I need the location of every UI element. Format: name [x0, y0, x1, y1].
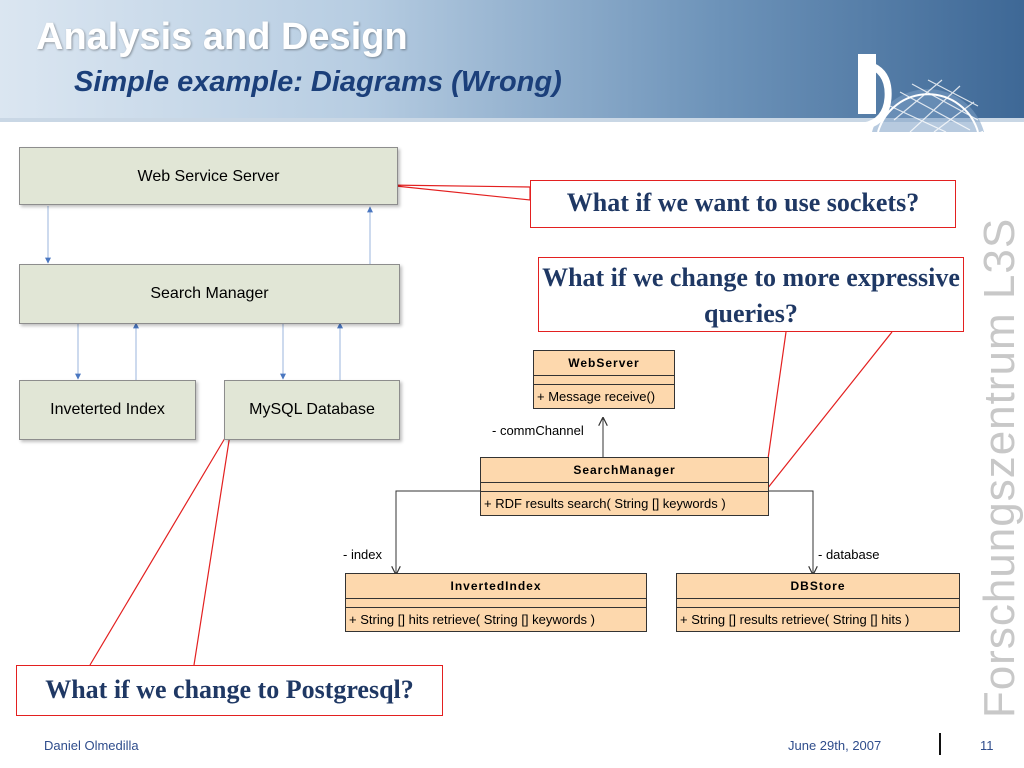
callout-postgresql: What if we change to Postgresql? — [16, 665, 443, 716]
uml-class-dbstore: DBStore + String [] results retrieve( St… — [676, 573, 960, 632]
slide-subtitle: Simple example: Diagrams (Wrong) — [74, 66, 562, 98]
slide-title: Analysis and Design — [36, 16, 408, 58]
callout-sockets: What if we want to use sockets? — [530, 180, 956, 228]
callout-queries: What if we change to more expressive que… — [538, 257, 964, 332]
pointer-postgresql — [89, 427, 232, 666]
search-manager-box: Search Manager — [19, 264, 400, 324]
assoc-searchmanager-dbstore — [768, 490, 813, 574]
role-index: - index — [343, 547, 383, 562]
footer-date: June 29th, 2007 — [788, 738, 882, 753]
mysql-database-box: MySQL Database — [224, 380, 400, 440]
web-service-server-label: Web Service Server — [137, 168, 280, 185]
searchmanager-operation: + RDF results search( String [] keywords… — [484, 496, 726, 511]
uml-class-webserver: WebServer + Message receive() — [533, 350, 675, 409]
dbstore-class-name: DBStore — [677, 574, 959, 599]
role-database: - database — [818, 547, 880, 562]
searchmanager-class-name: SearchManager — [481, 458, 768, 483]
invertedindex-operation: + String [] hits retrieve( String [] key… — [349, 612, 595, 627]
webserver-attributes — [534, 376, 674, 385]
invertedindex-class-name: InvertedIndex — [346, 574, 646, 599]
footer-page-number: 11 — [980, 738, 994, 753]
role-comm-channel: - commChannel — [492, 423, 584, 438]
uml-class-searchmanager: SearchManager + RDF results search( Stri… — [480, 457, 769, 516]
search-manager-label: Search Manager — [150, 285, 269, 302]
web-service-server-box: Web Service Server — [19, 147, 398, 205]
webserver-operation: + Message receive() — [537, 389, 656, 404]
pointer-queries — [762, 331, 893, 497]
header-banner: Analysis and Design Simple example: Diag… — [0, 0, 1024, 161]
inverted-index-label: Inveterted Index — [50, 401, 165, 418]
webserver-class-name: WebServer — [534, 351, 674, 376]
l3s-dome-logo-icon — [858, 54, 985, 161]
footer-separator — [939, 733, 941, 755]
footer-author: Daniel Olmedilla — [44, 738, 139, 753]
assoc-searchmanager-invertedindex — [396, 490, 480, 574]
mysql-database-label: MySQL Database — [249, 401, 375, 418]
pointer-sockets — [385, 184, 531, 201]
dbstore-attributes — [677, 599, 959, 608]
searchmanager-attributes — [481, 483, 768, 492]
dbstore-operation: + String [] results retrieve( String [] … — [680, 612, 910, 627]
invertedindex-attributes — [346, 599, 646, 608]
uml-class-invertedindex: InvertedIndex + String [] hits retrieve(… — [345, 573, 647, 632]
inverted-index-box: Inveterted Index — [19, 380, 196, 440]
